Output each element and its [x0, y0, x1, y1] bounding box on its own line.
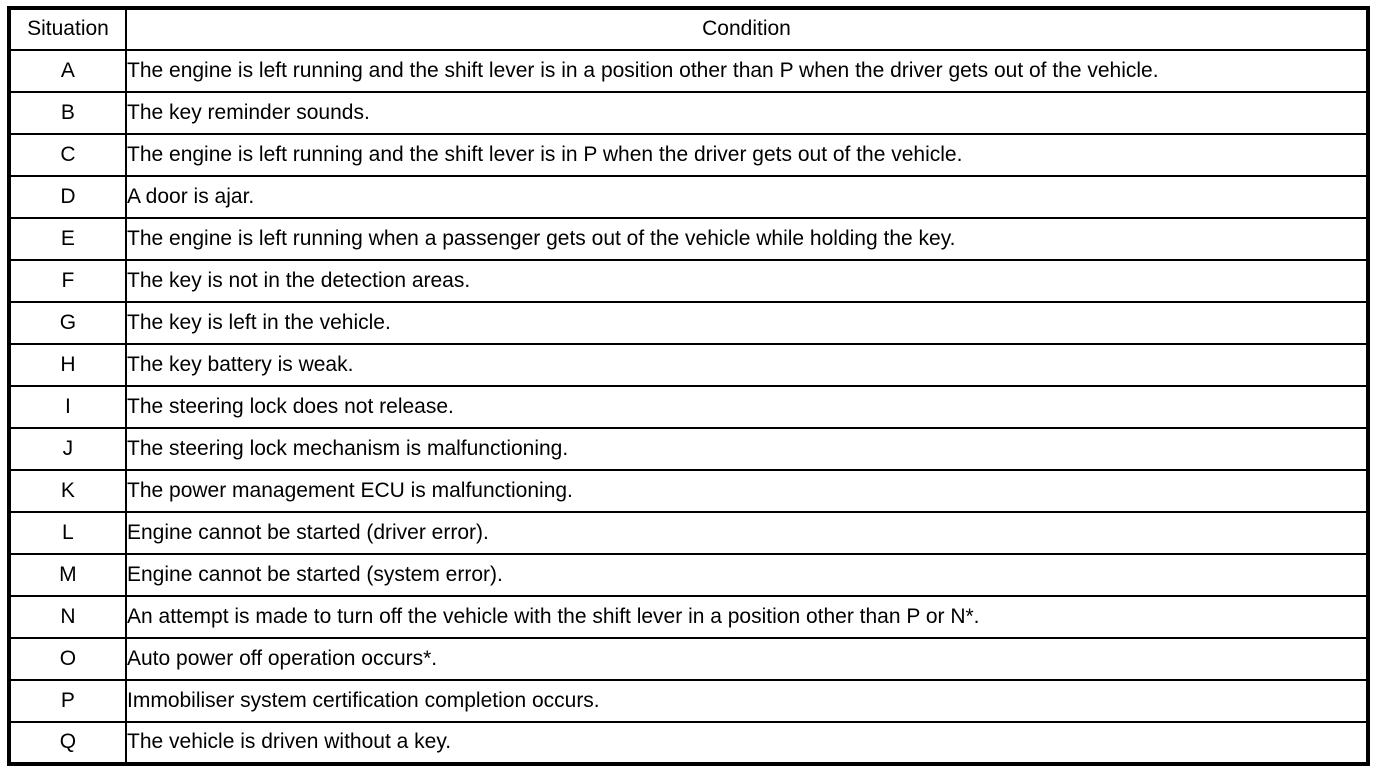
condition-cell: The engine is left running and the shift… [125, 49, 1370, 93]
condition-cell: Auto power off operation occurs*. [125, 637, 1370, 681]
situation-cell: P [7, 679, 127, 723]
condition-cell: A door is ajar. [125, 175, 1370, 219]
condition-cell: The key reminder sounds. [125, 91, 1370, 135]
column-header-situation: Situation [7, 6, 127, 51]
situation-cell: L [7, 511, 127, 555]
condition-cell: The key is not in the detection areas. [125, 259, 1370, 303]
situation-cell: A [7, 49, 127, 93]
column-header-condition: Condition [125, 6, 1370, 51]
situation-cell: D [7, 175, 127, 219]
situation-cell: M [7, 553, 127, 597]
condition-cell: The engine is left running when a passen… [125, 217, 1370, 261]
situation-cell: Q [7, 721, 127, 766]
condition-cell: The steering lock does not release. [125, 385, 1370, 429]
situation-cell: K [7, 469, 127, 513]
situation-cell: C [7, 133, 127, 177]
condition-cell: The power management ECU is malfunctioni… [125, 469, 1370, 513]
situation-cell: H [7, 343, 127, 387]
condition-cell: The key is left in the vehicle. [125, 301, 1370, 345]
condition-cell: Engine cannot be started (driver error). [125, 511, 1370, 555]
condition-cell: Engine cannot be started (system error). [125, 553, 1370, 597]
condition-cell: The vehicle is driven without a key. [125, 721, 1370, 766]
situation-cell: O [7, 637, 127, 681]
condition-cell: The steering lock mechanism is malfuncti… [125, 427, 1370, 471]
header-row: Situation Condition [7, 6, 1370, 51]
situation-cell: F [7, 259, 127, 303]
table-header: Situation Condition [7, 6, 1370, 51]
situation-cell: G [7, 301, 127, 345]
condition-cell: Immobiliser system certification complet… [125, 679, 1370, 723]
condition-cell: An attempt is made to turn off the vehic… [125, 595, 1370, 639]
condition-cell: The engine is left running and the shift… [125, 133, 1370, 177]
situation-cell: E [7, 217, 127, 261]
condition-cell: The key battery is weak. [125, 343, 1370, 387]
situation-cell: J [7, 427, 127, 471]
situation-cell: I [7, 385, 127, 429]
situation-cell: B [7, 91, 127, 135]
situation-cell: N [7, 595, 127, 639]
